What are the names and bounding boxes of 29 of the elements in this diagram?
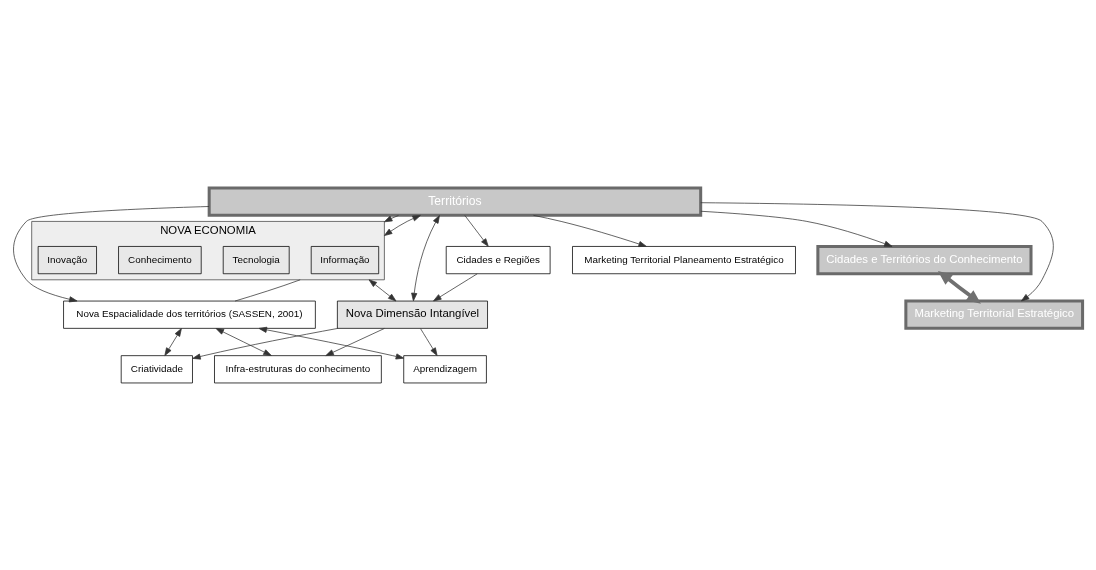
node-box: Informação [310, 245, 380, 274]
arrow [464, 214, 489, 247]
arrow [411, 214, 440, 301]
arrow [420, 327, 438, 356]
node-box: Tecnologia [222, 245, 290, 274]
arrow [384, 214, 421, 236]
node-box: Marketing Territorial Planeamento Estratégico [572, 245, 796, 274]
node-box: Nova Espacialidade dos territórios (SASSEN, 2001) [63, 300, 316, 329]
arrow [433, 272, 478, 301]
connector [234, 278, 301, 301]
arrow [13, 205, 210, 302]
arrow [533, 214, 647, 247]
node-box: Infra-estruturas do conhecimento [214, 354, 382, 383]
arrow [215, 327, 272, 356]
arrow [192, 327, 339, 359]
node-box: Cidades e Regiões [445, 245, 551, 274]
arrow [700, 201, 1054, 301]
node-box: Conhecimento [118, 245, 202, 274]
arrow [937, 270, 981, 304]
arrow [700, 210, 893, 247]
arrow [258, 326, 405, 359]
arrow [384, 214, 399, 222]
arrow [368, 278, 397, 301]
arrow [325, 327, 385, 356]
node-box: Aprendizagem [403, 354, 487, 383]
node-box: Nova Dimensão Intangível [337, 300, 488, 329]
node-box: Criatividade [120, 354, 193, 383]
arrow [164, 327, 182, 356]
node-box: Inovação [37, 245, 97, 274]
